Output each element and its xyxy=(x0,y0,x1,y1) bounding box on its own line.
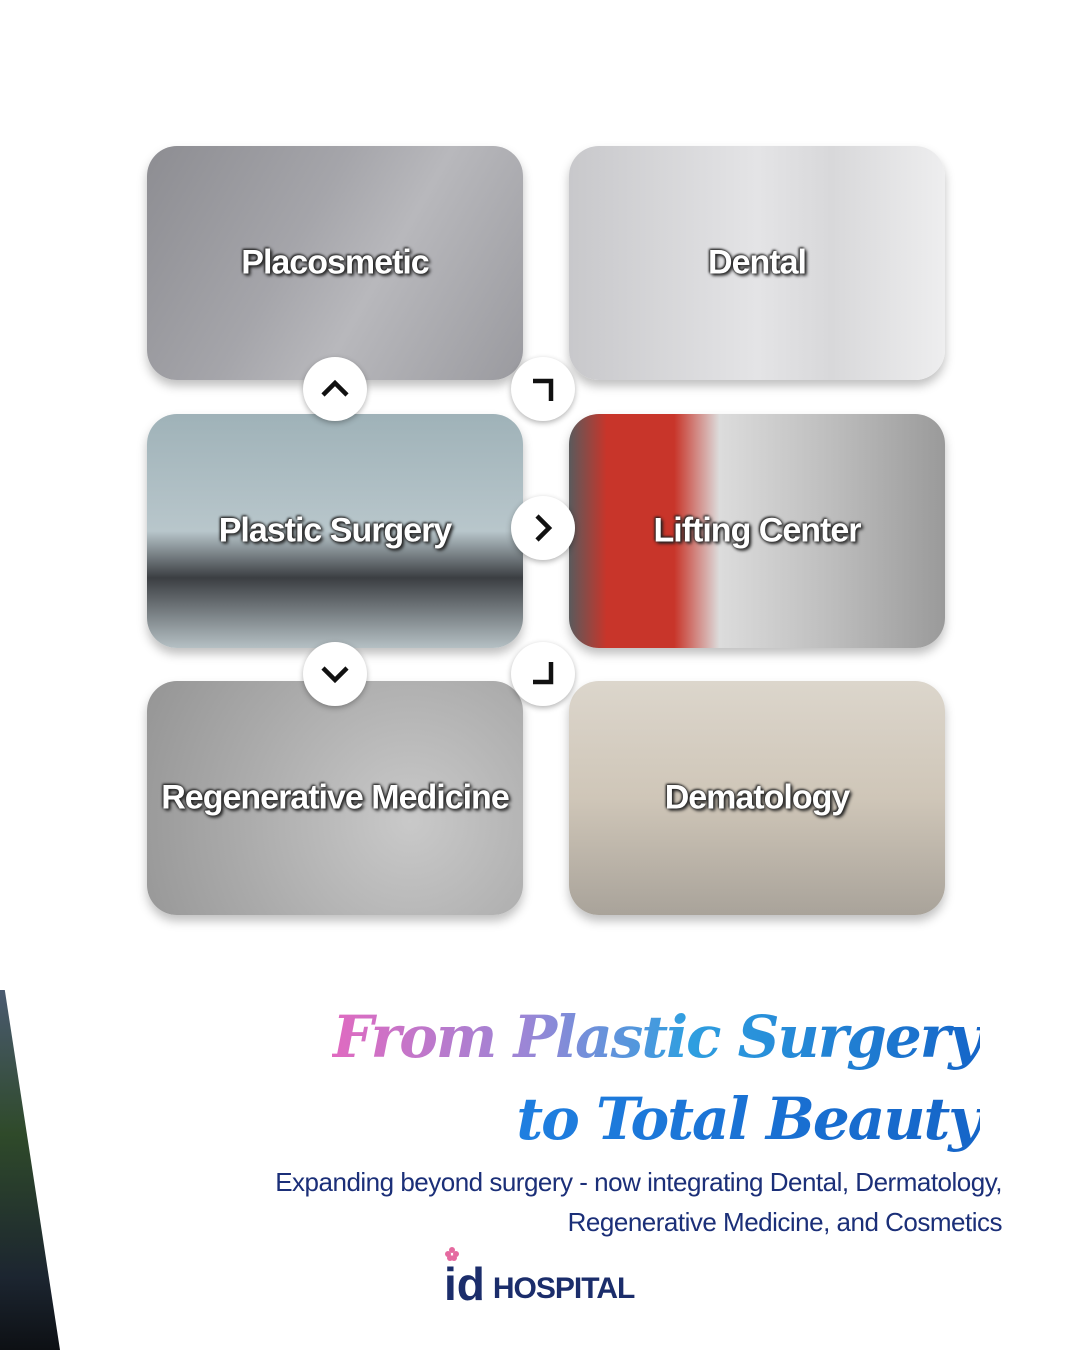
subtitle-line-2: Regenerative Medicine, and Cosmetics xyxy=(567,1207,1003,1237)
card-lifting-center[interactable]: Lifting Center xyxy=(569,414,945,648)
corner-down-right-icon xyxy=(533,662,554,685)
headline-line-2: to Total Beauty xyxy=(516,1085,982,1153)
headline-line-1: From Plastic Surgery xyxy=(332,1003,982,1071)
card-placosmetic[interactable]: Placosmetic xyxy=(147,146,523,380)
card-label: Placosmetic xyxy=(241,243,429,282)
card-label: Plastic Surgery xyxy=(218,511,453,550)
card-dental[interactable]: Dental xyxy=(569,146,945,380)
card-label: Regenerative Medicine xyxy=(161,778,509,817)
arrow-down-right-button[interactable] xyxy=(511,642,575,706)
chevron-up-icon xyxy=(321,379,349,397)
subtitle-line-1: Expanding beyond surgery - now integrati… xyxy=(275,1167,1002,1197)
card-regenerative-medicine[interactable]: Regenerative Medicine xyxy=(147,681,523,915)
card-dermatology[interactable]: Dematology xyxy=(569,681,945,915)
logo-mark: id xyxy=(444,1258,485,1310)
building-photo-strip xyxy=(0,990,60,1350)
arrow-up-right-button[interactable] xyxy=(511,357,575,421)
arrow-right-button[interactable] xyxy=(511,496,575,560)
card-label: Dental xyxy=(708,243,807,282)
logo-mark-group: id xyxy=(444,1246,485,1310)
logo-text: HOSPITAL xyxy=(492,1272,635,1305)
card-plastic-surgery[interactable]: Plastic Surgery xyxy=(147,414,523,648)
card-label: Lifting Center xyxy=(653,511,862,550)
arrow-down-button[interactable] xyxy=(303,642,367,706)
arrow-up-button[interactable] xyxy=(303,357,367,421)
corner-up-right-icon xyxy=(533,378,554,401)
flower-icon xyxy=(445,1247,459,1261)
card-label: Dematology xyxy=(664,778,851,817)
chevron-down-icon xyxy=(321,666,349,684)
id-hospital-logo: id HOSPITAL xyxy=(444,1246,635,1310)
chevron-right-icon xyxy=(535,514,553,542)
